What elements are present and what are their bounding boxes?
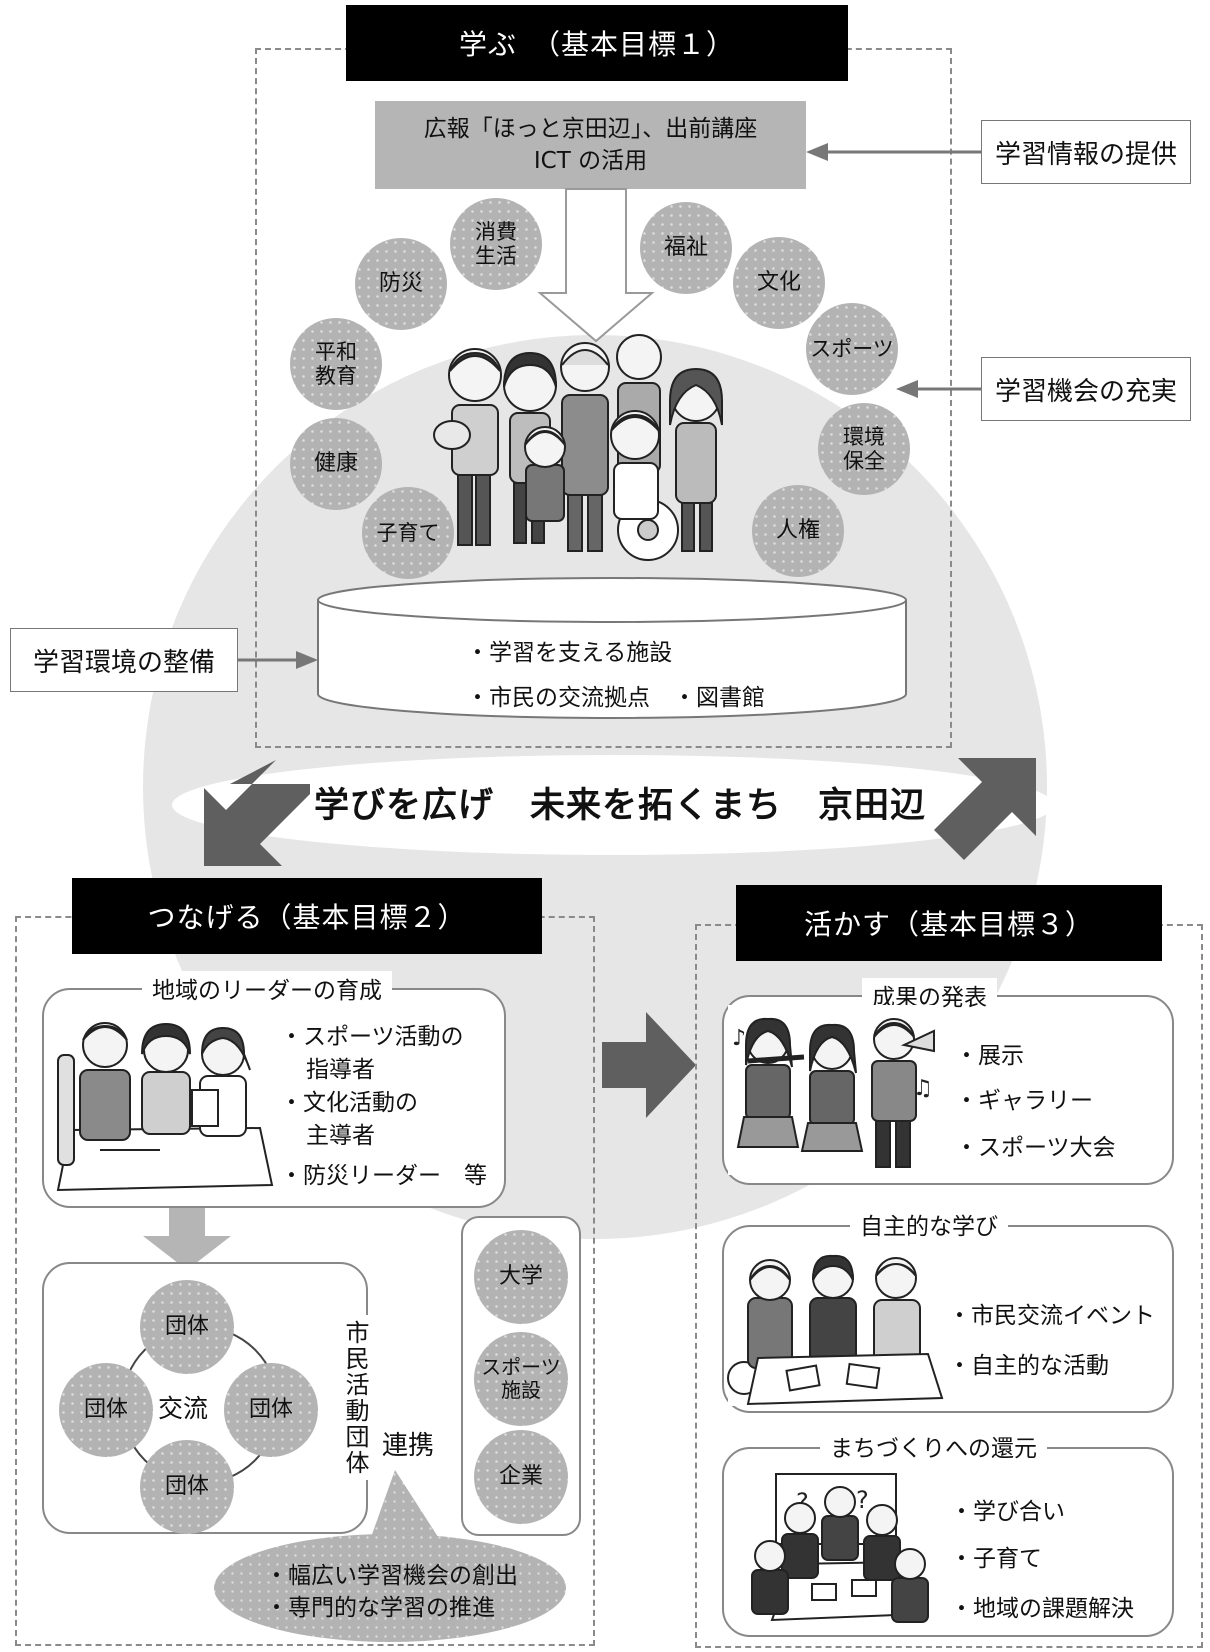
topic-line: 教育 <box>315 364 357 388</box>
info-arrow <box>806 143 982 161</box>
callout-item-1: ・幅広い学習機会の創出 <box>265 1563 518 1589</box>
topic-welfare: 福祉 <box>640 202 732 294</box>
facility-cylinder-shape <box>317 577 907 719</box>
svg-text:♫: ♫ <box>913 1076 933 1101</box>
topic-health: 健康 <box>290 418 382 510</box>
leader-training-title: 地域のリーダーの育成 <box>142 971 392 1005</box>
topic-line: 防災 <box>378 271 423 297</box>
use-header: 活かす（基本目標３） <box>736 885 1162 961</box>
environment-arrow <box>238 651 318 669</box>
topic-line: 生活 <box>475 244 517 268</box>
learning-info-label: 学習情報の提供 <box>981 120 1191 184</box>
callout-item-2: ・専門的な学習の推進 <box>265 1595 495 1621</box>
arrow-down-left <box>204 760 310 866</box>
topic-line: 健康 <box>313 451 358 477</box>
topic-culture: 文化 <box>733 237 825 329</box>
media-line-2: ICT の活用 <box>533 148 648 174</box>
leader-item-3: ・文化活動の <box>280 1090 418 1116</box>
media-line-1: 広報「ほっと京田辺」、出前講座 <box>423 115 758 142</box>
leader-item-1: ・スポーツ活動の <box>280 1024 464 1050</box>
partner-company: 企業 <box>474 1430 568 1524</box>
learning-environment-label: 学習環境の整備 <box>10 628 238 692</box>
facility-item-1: ・学習を支える施設 <box>466 640 673 666</box>
link-label: 連携 <box>382 1431 435 1461</box>
topic-line: 保全 <box>843 449 885 473</box>
topic-human-rights: 人権 <box>752 485 844 577</box>
opportunity-arrow <box>896 380 982 398</box>
partner-university: 大学 <box>474 1230 568 1324</box>
community-people-illustration <box>433 334 723 561</box>
topic-child-rearing: 子育て <box>362 487 454 579</box>
leader-item-2: 指導者 <box>306 1057 375 1083</box>
results-item-3: ・スポーツ大会 <box>955 1135 1116 1161</box>
svg-text:?: ? <box>856 1486 869 1514</box>
topic-line: 消費 <box>475 219 517 244</box>
results-item-1: ・展示 <box>955 1043 1024 1069</box>
leader-item-4: 主導者 <box>306 1123 375 1149</box>
self-learning-item-1: ・市民交流イベント <box>948 1303 1155 1329</box>
topic-disaster-prevention: 防災 <box>355 238 447 330</box>
connect-to-use-arrow <box>602 1012 696 1118</box>
connect-header: つなげる（基本目標２） <box>72 878 542 954</box>
partner-line: 施設 <box>501 1378 541 1402</box>
topic-line: 子育て <box>376 520 440 545</box>
media-box: 広報「ほっと京田辺」、出前講座 ICT の活用 <box>375 101 806 189</box>
citizen-groups-label: 市民活動団体 <box>341 1320 369 1476</box>
callout-bubble-shape <box>214 1470 566 1642</box>
leaders-meeting-illustration <box>50 1010 275 1195</box>
exchange-label: 交流 <box>158 1394 209 1423</box>
slogan-ellipse <box>172 755 1054 855</box>
citizens-table-illustration <box>727 1254 950 1406</box>
group-bubble-top: 団体 <box>140 1280 234 1374</box>
learning-opportunity-label: 学習機会の充実 <box>981 357 1191 421</box>
community-return-item-1: ・学び合い <box>950 1499 1065 1525</box>
partner-line: スポーツ <box>481 1355 561 1379</box>
learn-header: 学ぶ （基本目標１） <box>346 5 848 81</box>
topic-line: 人権 <box>775 518 820 544</box>
svg-text:♪: ♪ <box>732 1026 746 1051</box>
slogan-text: 学びを広げ 未来を拓くまち 京田辺 <box>313 786 926 826</box>
facility-item-2: ・市民の交流拠点 ・図書館 <box>466 685 765 711</box>
leader-item-5: ・防災リーダー 等 <box>280 1163 487 1189</box>
topic-line: 福祉 <box>663 235 708 261</box>
community-return-item-3: ・地域の課題解決 <box>950 1596 1134 1622</box>
students-performing-illustration: ♪ ♫ <box>728 1005 940 1175</box>
topic-environment: 環境 保全 <box>818 403 910 495</box>
self-learning-title: 自主的な学び <box>850 1207 1008 1241</box>
leader-down-arrow <box>143 1208 231 1270</box>
group-bubble-right: 団体 <box>224 1363 318 1457</box>
partner-line: 大学 <box>498 1264 543 1290</box>
partner-sports-facility: スポーツ 施設 <box>474 1332 568 1426</box>
hollow-down-arrow <box>537 188 655 343</box>
meeting-discussion-illustration: ? ? <box>751 1473 932 1630</box>
arrow-up-right <box>934 758 1036 860</box>
topic-sports: スポーツ <box>806 303 898 395</box>
results-item-2: ・ギャラリー <box>955 1088 1093 1114</box>
topic-line: 文化 <box>756 270 801 296</box>
topic-peace-education: 平和 教育 <box>290 318 382 410</box>
topic-line: 平和 <box>315 339 357 364</box>
self-learning-item-2: ・自主的な活動 <box>948 1353 1109 1379</box>
community-return-item-2: ・子育て <box>950 1546 1042 1572</box>
group-bubble-bottom: 団体 <box>140 1440 234 1534</box>
group-bubble-left: 団体 <box>59 1363 153 1457</box>
topic-line: スポーツ <box>810 336 894 361</box>
partner-line: 企業 <box>498 1464 543 1490</box>
citizen-groups-label-bg <box>335 1315 375 1480</box>
topic-line: 環境 <box>843 424 885 449</box>
topic-consumer-life: 消費 生活 <box>450 198 542 290</box>
community-return-title: まちづくりへの還元 <box>820 1429 1047 1463</box>
